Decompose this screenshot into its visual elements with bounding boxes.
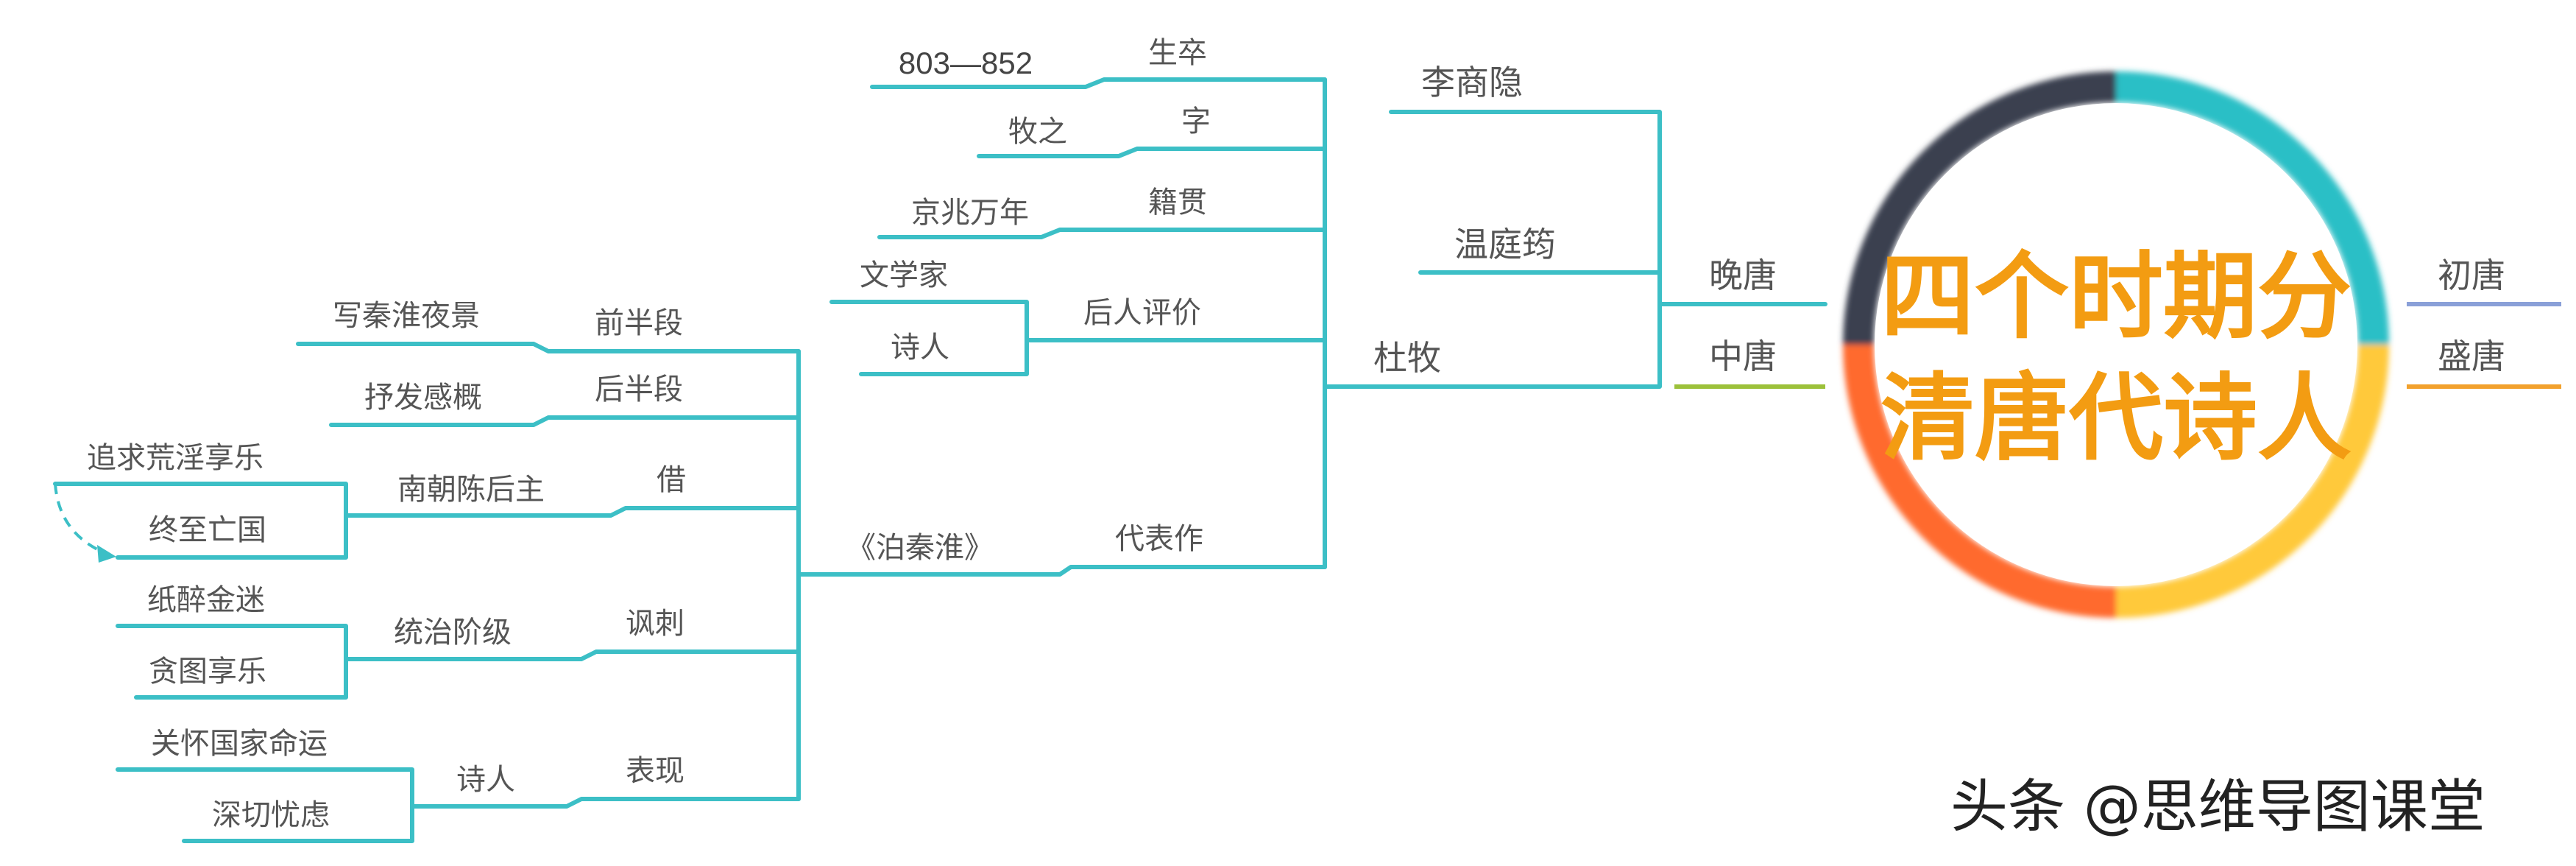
node-pingjia-item-1[interactable]: 文学家 <box>860 258 948 292</box>
node-jiguan-value[interactable]: 京兆万年 <box>911 196 1029 230</box>
watermark: 头条 @思维导图课堂 <box>1950 774 2485 840</box>
relation-arrow <box>54 483 107 555</box>
poet-li-shangyin[interactable]: 李商隐 <box>1421 63 1523 102</box>
connector-hou <box>329 415 801 427</box>
node-zi-value[interactable]: 牧之 <box>1008 115 1067 149</box>
node-jie-item-1[interactable]: 追求荒淫享乐 <box>87 441 263 475</box>
node-jiguan-label[interactable]: 籍贯 <box>1148 186 1207 219</box>
ring-segment-teal <box>2115 71 2389 345</box>
connector-pingjia <box>829 300 1327 376</box>
ring-segment-dark <box>1843 71 2117 345</box>
node-fengci-target[interactable]: 统治阶级 <box>394 616 512 650</box>
node-biaoxian-item-2[interactable]: 深切忧虑 <box>212 798 330 832</box>
root-title-line2: 清唐代诗人 <box>1880 364 2352 474</box>
root-center[interactable] <box>1875 103 2357 586</box>
connectors <box>53 77 1827 843</box>
node-hou-label[interactable]: 后半段 <box>595 373 683 406</box>
connector-jiguan <box>877 228 1327 239</box>
connector-daibiaozuo <box>796 565 1327 577</box>
connector-qian <box>296 342 801 353</box>
node-qian-label[interactable]: 前半段 <box>595 306 683 340</box>
node-jie-item-2[interactable]: 终至亡国 <box>149 513 266 547</box>
node-jie-label[interactable]: 借 <box>657 463 686 497</box>
node-fengci-label[interactable]: 讽刺 <box>626 607 684 641</box>
node-work-boqinhuai[interactable]: 《泊秦淮》 <box>846 531 994 565</box>
period-chu-tang[interactable]: 初唐 <box>2438 256 2505 295</box>
node-pingjia-label[interactable]: 后人评价 <box>1083 296 1201 330</box>
node-pingjia-item-2[interactable]: 诗人 <box>891 331 949 365</box>
connector-biaoxian <box>116 767 801 843</box>
node-fengci-item-1[interactable]: 纸醉金迷 <box>147 583 265 617</box>
poet-wen-tingyun[interactable]: 温庭筠 <box>1454 225 1556 264</box>
node-shengzu-value[interactable]: 803—852 <box>899 46 1033 80</box>
node-hou-value[interactable]: 抒发感概 <box>364 381 482 415</box>
root-ring <box>1843 71 2389 618</box>
period-zhong-tang[interactable]: 中唐 <box>1709 337 1777 376</box>
ring-segment-orange <box>1843 344 2117 618</box>
node-fengci-item-2[interactable]: 贪图享乐 <box>149 655 266 689</box>
node-qian-value[interactable]: 写秦淮夜景 <box>333 299 480 333</box>
node-daibiaozuo-label[interactable]: 代表作 <box>1115 522 1203 556</box>
connector-jie <box>53 482 801 560</box>
arrow-head <box>97 545 116 563</box>
node-zi-label[interactable]: 字 <box>1181 105 1211 138</box>
connector-fengci <box>116 624 801 700</box>
poet-du-mu[interactable]: 杜牧 <box>1373 338 1441 378</box>
node-shengzu-label[interactable]: 生卒 <box>1148 36 1207 70</box>
connector-shengzu <box>870 77 1327 89</box>
node-jie-target[interactable]: 南朝陈后主 <box>397 473 545 507</box>
node-biaoxian-item-1[interactable]: 关怀国家命运 <box>151 727 328 761</box>
node-biaoxian-target[interactable]: 诗人 <box>456 763 515 797</box>
period-sheng-tang[interactable]: 盛唐 <box>2438 337 2505 376</box>
connector-zi <box>977 147 1327 158</box>
connector-wan-poets <box>1323 110 1662 389</box>
node-biaoxian-label[interactable]: 表现 <box>626 754 684 788</box>
ring-segment-yellow <box>2115 344 2389 618</box>
root-title-line1: 四个时期分 <box>1880 242 2352 352</box>
period-wan-tang[interactable]: 晚唐 <box>1709 256 1777 295</box>
